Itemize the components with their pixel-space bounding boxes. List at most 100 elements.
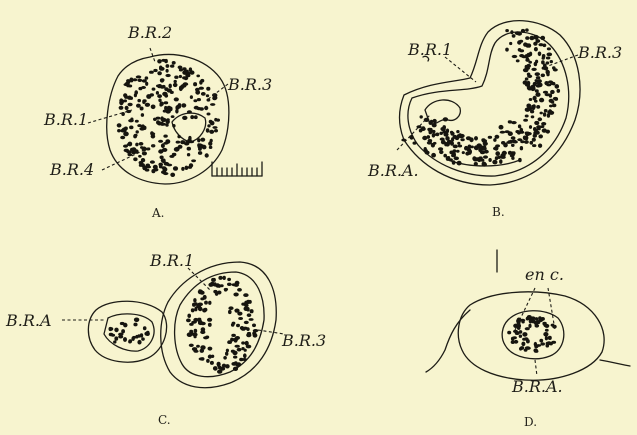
- cell-nucleus-dot: [172, 61, 176, 65]
- cell-nucleus-dot: [551, 341, 556, 344]
- cell-nucleus-dot: [199, 87, 204, 90]
- cell-nucleus-dot: [432, 119, 436, 123]
- cell-nucleus-dot: [187, 314, 191, 318]
- cell-nucleus-dot: [195, 90, 200, 95]
- cell-nucleus-dot: [140, 333, 143, 337]
- cell-nucleus-dot: [152, 88, 156, 91]
- cell-nucleus-dot: [528, 61, 532, 64]
- cell-nucleus-dot: [166, 118, 170, 121]
- cell-nucleus-dot: [456, 150, 460, 153]
- cell-nucleus-dot: [457, 142, 460, 145]
- cell-nucleus-dot: [114, 328, 118, 333]
- cell-nucleus-dot: [527, 107, 532, 111]
- cell-nucleus-dot: [244, 304, 248, 307]
- cell-nucleus-dot: [247, 313, 252, 317]
- cell-nucleus-dot: [462, 151, 465, 154]
- cell-nucleus-dot: [197, 98, 201, 101]
- cell-nucleus-dot: [525, 77, 529, 80]
- cell-nucleus-dot: [164, 59, 168, 63]
- cell-nucleus-dot: [187, 332, 193, 337]
- cell-nucleus-dot: [174, 80, 177, 83]
- cell-nucleus-dot: [413, 142, 417, 145]
- cell-nucleus-dot: [141, 158, 145, 162]
- cell-nucleus-dot: [167, 88, 172, 92]
- cell-nucleus-dot: [153, 69, 157, 72]
- cell-nucleus-dot: [518, 158, 522, 162]
- cell-nucleus-dot: [163, 142, 168, 145]
- cell-nucleus-dot: [172, 124, 175, 128]
- cell-nucleus-dot: [187, 147, 191, 151]
- cell-nucleus-dot: [198, 290, 203, 295]
- cell-nucleus-dot: [538, 144, 542, 148]
- cell-nucleus-dot: [169, 84, 172, 89]
- cell-nucleus-dot: [499, 125, 504, 130]
- cell-nucleus-dot: [500, 156, 506, 159]
- cell-nucleus-dot: [535, 60, 538, 64]
- label-a-br2: B.R.2: [127, 23, 172, 42]
- cell-nucleus-dot: [196, 75, 200, 78]
- cell-nucleus-dot: [156, 91, 159, 95]
- cell-nucleus-dot: [131, 337, 134, 341]
- cell-nucleus-dot: [159, 103, 162, 106]
- cell-nucleus-dot: [537, 127, 541, 130]
- label-b-br3: B.R.3: [577, 43, 622, 62]
- cell-nucleus-dot: [198, 151, 202, 155]
- cell-nucleus-dot: [123, 323, 127, 328]
- cell-nucleus-dot: [140, 146, 143, 149]
- caption-c: C.: [158, 413, 171, 427]
- cell-nucleus-dot: [207, 113, 211, 116]
- cell-nucleus-dot: [156, 120, 160, 124]
- cell-nucleus-dot: [508, 131, 513, 136]
- cell-nucleus-dot: [519, 335, 522, 338]
- cell-nucleus-dot: [218, 276, 222, 280]
- cell-nucleus-dot: [187, 153, 190, 156]
- cell-nucleus-dot: [193, 99, 197, 102]
- cell-nucleus-dot: [483, 147, 487, 150]
- cell-nucleus-dot: [176, 141, 181, 144]
- cell-nucleus-dot: [243, 293, 248, 297]
- cell-nucleus-dot: [427, 135, 431, 139]
- cell-nucleus-dot: [511, 136, 516, 139]
- cell-nucleus-dot: [422, 126, 426, 130]
- cell-nucleus-dot: [501, 141, 505, 145]
- cell-nucleus-dot: [153, 165, 158, 170]
- cell-nucleus-dot: [524, 337, 529, 340]
- cell-nucleus-dot: [523, 119, 528, 122]
- cell-nucleus-dot: [543, 112, 546, 117]
- cell-nucleus-dot: [513, 330, 518, 333]
- cell-nucleus-dot: [162, 159, 165, 163]
- cell-nucleus-dot: [529, 125, 532, 129]
- cell-nucleus-dot: [199, 107, 204, 110]
- cell-nucleus-dot: [196, 304, 201, 309]
- cell-nucleus-dot: [207, 318, 212, 322]
- cell-nucleus-dot: [460, 138, 464, 141]
- cell-nucleus-dot: [507, 331, 511, 335]
- cell-nucleus-dot: [243, 353, 247, 358]
- cell-nucleus-dot: [200, 330, 205, 334]
- cell-nucleus-dot: [237, 348, 242, 352]
- figure-b: B.R.1 B.R.3 B.R.A. B.: [367, 21, 622, 219]
- cell-nucleus-dot: [170, 65, 174, 68]
- cell-nucleus-dot: [231, 334, 236, 337]
- figure-d: en c. B.R.A. D.: [426, 250, 630, 429]
- cell-nucleus-dot: [119, 98, 123, 103]
- cell-nucleus-dot: [520, 128, 524, 133]
- cell-nucleus-dot: [179, 75, 182, 78]
- cell-nucleus-dot: [543, 332, 548, 337]
- cell-nucleus-dot: [524, 140, 529, 144]
- cell-nucleus-dot: [226, 349, 229, 353]
- scale-bar: [212, 162, 262, 176]
- cell-nucleus-dot: [181, 103, 186, 107]
- cell-nucleus-dot: [508, 151, 512, 155]
- cell-nucleus-dot: [193, 82, 197, 86]
- cell-nucleus-dot: [178, 66, 183, 70]
- cell-nucleus-dot: [150, 93, 154, 96]
- cell-nucleus-dot: [253, 333, 258, 337]
- cell-nucleus-dot: [196, 345, 200, 348]
- cell-nucleus-dot: [206, 94, 209, 97]
- cell-nucleus-dot: [536, 84, 541, 88]
- cell-nucleus-dot: [533, 82, 538, 85]
- cell-nucleus-dot: [536, 76, 541, 79]
- cell-nucleus-dot: [530, 141, 534, 145]
- cell-nucleus-dot: [552, 66, 556, 69]
